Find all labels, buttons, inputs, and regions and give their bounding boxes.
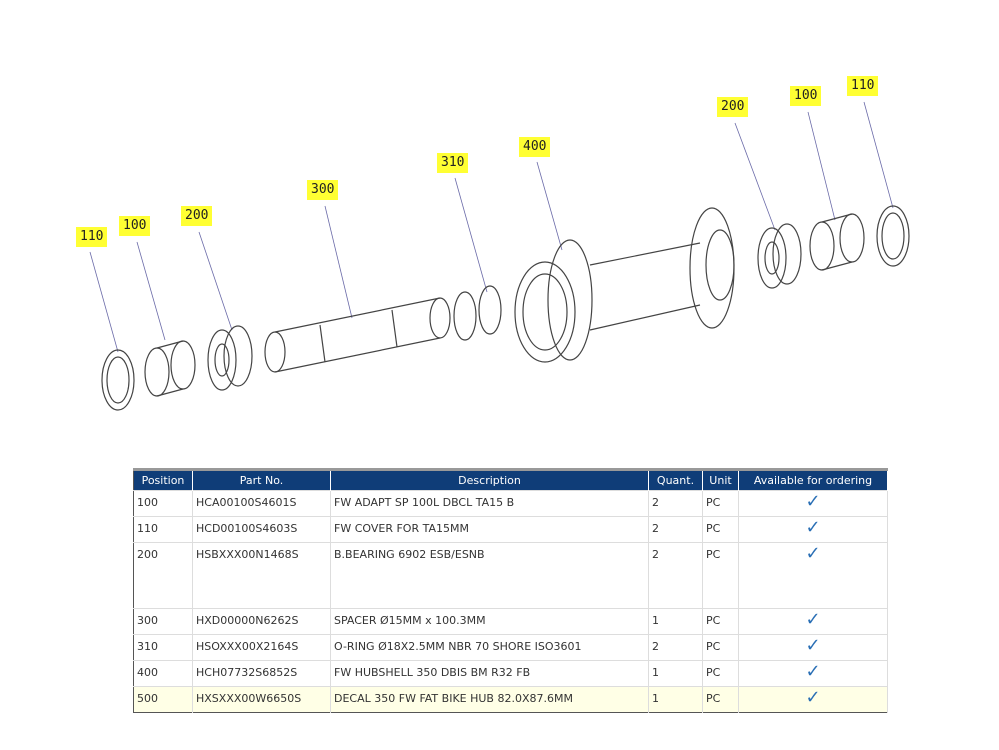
available-check-icon: ✓: [738, 608, 888, 635]
unit-cell: PC: [702, 634, 739, 661]
part-number-cell: HCD00100S4603S: [192, 516, 331, 543]
available-check-icon: ✓: [738, 634, 888, 661]
position-cell: 200: [133, 542, 193, 609]
callout-200: 200: [181, 206, 213, 226]
quantity-cell: 1: [648, 686, 703, 713]
callout-310: 310: [437, 153, 469, 173]
part-number-cell: HCA00100S4601S: [192, 490, 331, 517]
col-description: Description: [330, 469, 649, 491]
available-check-icon: ✓: [738, 660, 888, 687]
col-part-no: Part No.: [192, 469, 331, 491]
callout-300: 300: [307, 180, 339, 200]
part-200-right: [757, 223, 802, 289]
col-unit: Unit: [702, 469, 739, 491]
available-check-icon: ✓: [738, 516, 888, 543]
quantity-cell: 2: [648, 542, 703, 609]
position-cell: 310: [133, 634, 193, 661]
part-number-cell: HCH07732S6852S: [192, 660, 331, 687]
callout-110: 110: [76, 227, 108, 247]
part-number-cell: HSOXXX00X2164S: [192, 634, 331, 661]
callout-200: 200: [717, 97, 749, 117]
position-cell: 110: [133, 516, 193, 543]
unit-cell: PC: [702, 608, 739, 635]
unit-cell: PC: [702, 686, 739, 713]
part-100-left: [144, 340, 196, 397]
part-310-orings: [453, 285, 502, 341]
available-check-icon: ✓: [738, 490, 888, 517]
part-number-cell: HXSXXX00W6650S: [192, 686, 331, 713]
position-cell: 400: [133, 660, 193, 687]
parts-table: Position Part No. Description Quant. Uni…: [133, 468, 888, 713]
unit-cell: PC: [702, 542, 739, 609]
part-number-cell: HSBXXX00N1468S: [192, 542, 331, 609]
quantity-cell: 2: [648, 490, 703, 517]
quantity-cell: 1: [648, 608, 703, 635]
position-cell: 100: [133, 490, 193, 517]
col-position: Position: [133, 469, 193, 491]
part-number-cell: HXD00000N6262S: [192, 608, 331, 635]
unit-cell: PC: [702, 516, 739, 543]
leader-lines: [89, 101, 894, 353]
part-110-right: [876, 205, 910, 267]
callout-100: 100: [790, 86, 822, 106]
quantity-cell: 2: [648, 516, 703, 543]
callout-400: 400: [519, 137, 551, 157]
description-cell: SPACER Ø15MM x 100.3MM: [330, 608, 649, 635]
part-100-right: [809, 213, 865, 271]
description-cell: FW ADAPT SP 100L DBCL TA15 B: [330, 490, 649, 517]
available-check-icon: ✓: [738, 542, 888, 609]
quantity-cell: 2: [648, 634, 703, 661]
description-cell: B.BEARING 6902 ESB/ESNB: [330, 542, 649, 609]
col-quantity: Quant.: [648, 469, 703, 491]
description-cell: FW COVER FOR TA15MM: [330, 516, 649, 543]
part-110-left: [101, 349, 135, 411]
callout-100: 100: [119, 216, 151, 236]
exploded-hub-diagram: [89, 101, 910, 411]
position-cell: 300: [133, 608, 193, 635]
description-cell: O-RING Ø18X2.5MM NBR 70 SHORE ISO3601: [330, 634, 649, 661]
part-300-axle: [264, 297, 451, 373]
unit-cell: PC: [702, 660, 739, 687]
position-cell: 500: [133, 686, 193, 713]
available-check-icon: ✓: [738, 686, 888, 713]
callout-110: 110: [847, 76, 879, 96]
col-available: Available for ordering: [738, 469, 888, 491]
part-200-left: [207, 325, 253, 391]
unit-cell: PC: [702, 490, 739, 517]
description-cell: DECAL 350 FW FAT BIKE HUB 82.0X87.6MM: [330, 686, 649, 713]
description-cell: FW HUBSHELL 350 DBIS BM R32 FB: [330, 660, 649, 687]
table-header: Position Part No. Description Quant. Uni…: [133, 469, 888, 491]
part-400-hubshell: [514, 207, 735, 363]
quantity-cell: 1: [648, 660, 703, 687]
